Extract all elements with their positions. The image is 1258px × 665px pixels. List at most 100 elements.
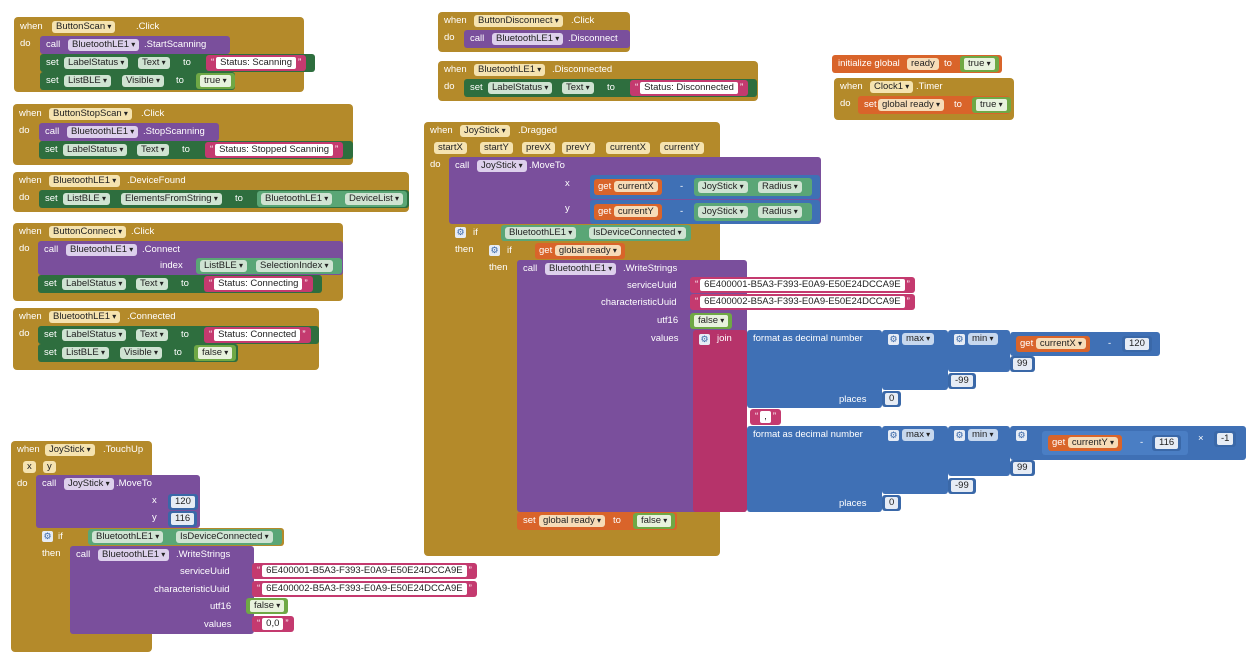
gear-icon[interactable]: ⚙: [954, 334, 965, 345]
number-116[interactable]: 116: [168, 511, 198, 527]
label-status-dropdown[interactable]: LabelStatus: [64, 57, 129, 69]
string-status-connected[interactable]: “Status: Connected”: [204, 327, 311, 343]
param-starty[interactable]: startY: [480, 142, 513, 154]
label-status-dropdown[interactable]: LabelStatus: [62, 329, 127, 341]
set-listble-visible-block[interactable]: set ListBLE Visible to true: [40, 72, 235, 90]
set-label-status-text-block[interactable]: set LabelStatus Text to “Status: Scannin…: [40, 54, 315, 72]
clock-dropdown[interactable]: Clock1: [870, 81, 914, 93]
text-prop-dropdown[interactable]: Text: [136, 278, 168, 290]
param-startx[interactable]: startX: [434, 142, 467, 154]
max-dropdown[interactable]: max: [902, 429, 935, 441]
string-status-connecting[interactable]: “Status: Connecting”: [204, 276, 313, 292]
call-disconnect-block[interactable]: call BluetoothLE1 .Disconnect: [464, 30, 630, 48]
bt-is-connected-getter[interactable]: BluetoothLE1 IsDeviceConnected: [88, 529, 282, 545]
button-stop-scan-dropdown[interactable]: ButtonStopScan: [49, 108, 132, 120]
gear-icon[interactable]: ⚙: [954, 430, 965, 441]
is-device-connected-dropdown[interactable]: IsDeviceConnected: [589, 227, 686, 239]
subtract-y-116-block[interactable]: get currentY - 116: [1042, 431, 1188, 455]
param-prevy[interactable]: prevY: [562, 142, 595, 154]
label-status-dropdown[interactable]: LabelStatus: [63, 144, 128, 156]
bt-component-dropdown[interactable]: BluetoothLE1: [545, 263, 617, 275]
math-subtract-y[interactable]: get currentY - JoyStick Radius: [590, 200, 820, 224]
min-dropdown[interactable]: min: [968, 429, 998, 441]
number-minus-99[interactable]: -99: [948, 373, 976, 389]
listble-dropdown[interactable]: ListBLE: [62, 347, 109, 359]
number-120[interactable]: 120: [168, 494, 198, 510]
label-status-dropdown[interactable]: LabelStatus: [488, 82, 553, 94]
math-subtract-x[interactable]: get currentX - JoyStick Radius: [590, 175, 820, 199]
device-list-dropdown[interactable]: DeviceList: [345, 193, 404, 205]
visible-prop-dropdown[interactable]: Visible: [122, 75, 165, 87]
joystick-dropdown[interactable]: JoyStick: [460, 125, 510, 137]
call-start-scanning-block[interactable]: call BluetoothLE1 .StartScanning: [40, 36, 230, 54]
string-status-stopped[interactable]: “Status: Stopped Scanning”: [205, 142, 344, 158]
bt-component-dropdown[interactable]: BluetoothLE1: [261, 193, 333, 205]
bool-false[interactable]: false: [246, 598, 289, 614]
get-currentx[interactable]: get currentX: [594, 179, 662, 195]
call-write-strings-touchup[interactable]: call BluetoothLE1 .WriteStrings serviceU…: [70, 546, 254, 634]
ready-var-name-field[interactable]: ready: [907, 58, 939, 70]
joystick-dropdown[interactable]: JoyStick: [477, 160, 527, 172]
listble-selection-index-getter[interactable]: ListBLE SelectionIndex: [196, 258, 342, 274]
param-prevx[interactable]: prevX: [522, 142, 555, 154]
bt-component-dropdown[interactable]: BluetoothLE1: [492, 33, 564, 45]
get-currenty[interactable]: get currentY: [1048, 435, 1123, 451]
get-currenty[interactable]: get currentY: [594, 204, 662, 220]
global-ready-dropdown[interactable]: global ready: [878, 99, 945, 111]
radius-dropdown[interactable]: Radius: [758, 181, 802, 193]
max-dropdown[interactable]: max: [902, 333, 935, 345]
event-button-stop-scan-click[interactable]: when ButtonStopScan .Click do call Bluet…: [13, 104, 353, 165]
bt-component-dropdown[interactable]: BluetoothLE1: [66, 244, 138, 256]
bt-component-dropdown[interactable]: BluetoothLE1: [68, 39, 140, 51]
bool-true[interactable]: true: [196, 73, 235, 89]
event-clock-timer[interactable]: when Clock1 .Timer do set global ready t…: [834, 78, 1014, 120]
event-bt-disconnected[interactable]: when BluetoothLE1 .Disconnected do set L…: [438, 61, 758, 101]
bt-device-list-getter[interactable]: BluetoothLE1 DeviceList: [257, 191, 407, 207]
min-dropdown[interactable]: min: [968, 333, 998, 345]
button-scan-dropdown[interactable]: ButtonScan: [52, 21, 116, 33]
joystick-dropdown[interactable]: JoyStick: [698, 206, 748, 218]
format-decimal-y-block[interactable]: format as decimal number places: [747, 426, 882, 512]
string-status-scanning[interactable]: “Status: Scanning”: [206, 55, 307, 71]
set-label-status-text-block[interactable]: set LabelStatus Text to “Status: Connect…: [38, 326, 319, 344]
number-0-places[interactable]: 0: [882, 495, 902, 511]
param-y[interactable]: y: [43, 461, 56, 473]
param-currenty[interactable]: currentY: [660, 142, 704, 154]
gear-icon[interactable]: ⚙: [489, 245, 500, 256]
event-button-connect-click[interactable]: when ButtonConnect .Click do call Blueto…: [13, 223, 343, 301]
bt-component-dropdown[interactable]: BluetoothLE1: [92, 531, 164, 543]
text-prop-dropdown[interactable]: Text: [137, 144, 169, 156]
subtract-x-120-block[interactable]: get currentX - 120: [1010, 332, 1160, 356]
get-currentx[interactable]: get currentX: [1016, 336, 1091, 352]
set-global-ready-false-block[interactable]: set global ready to false: [517, 512, 677, 530]
joystick-dropdown[interactable]: JoyStick: [64, 478, 114, 490]
string-service-uuid[interactable]: “6E400001-B5A3-F393-E0A9-E50E24DCCA9E”: [690, 277, 915, 293]
visible-prop-dropdown[interactable]: Visible: [120, 347, 163, 359]
button-connect-dropdown[interactable]: ButtonConnect: [49, 226, 127, 238]
text-prop-dropdown[interactable]: Text: [562, 82, 594, 94]
bt-component-dropdown[interactable]: BluetoothLE1: [474, 64, 546, 76]
call-stop-scanning-block[interactable]: call BluetoothLE1 .StopScanning: [39, 123, 219, 141]
string-zero-zero[interactable]: “0,0”: [252, 616, 294, 632]
event-button-disconnect-click[interactable]: when ButtonDisconnect .Click do call Blu…: [438, 12, 630, 52]
set-label-status-text-block[interactable]: set LabelStatus Text to “Status: Stopped…: [39, 141, 353, 159]
event-button-scan-click[interactable]: when ButtonScan .Click do call Bluetooth…: [14, 17, 315, 92]
bt-component-dropdown[interactable]: BluetoothLE1: [505, 227, 577, 239]
joystick-dropdown[interactable]: JoyStick: [45, 444, 95, 456]
set-listble-visible-block[interactable]: set ListBLE Visible to false: [38, 344, 238, 362]
global-ready-dropdown[interactable]: global ready: [539, 515, 606, 527]
joystick-radius-getter[interactable]: JoyStick Radius: [694, 203, 812, 221]
bt-is-connected-getter[interactable]: BluetoothLE1 IsDeviceConnected: [501, 225, 691, 241]
bool-false[interactable]: false: [690, 313, 733, 329]
if-global-ready-block[interactable]: ⚙ if then: [483, 242, 523, 542]
set-global-ready-block[interactable]: set global ready to true: [858, 96, 1011, 114]
radius-dropdown[interactable]: Radius: [758, 206, 802, 218]
bool-false[interactable]: false: [194, 345, 237, 361]
listble-dropdown[interactable]: ListBLE: [64, 75, 111, 87]
bt-component-dropdown[interactable]: BluetoothLE1: [98, 549, 170, 561]
format-decimal-x-block[interactable]: format as decimal number places: [747, 330, 882, 408]
string-status-disconnected[interactable]: “Status: Disconnected”: [630, 80, 749, 96]
listble-dropdown[interactable]: ListBLE: [63, 193, 110, 205]
bt-component-dropdown[interactable]: BluetoothLE1: [67, 126, 139, 138]
max-y-block[interactable]: ⚙ max: [882, 426, 948, 494]
